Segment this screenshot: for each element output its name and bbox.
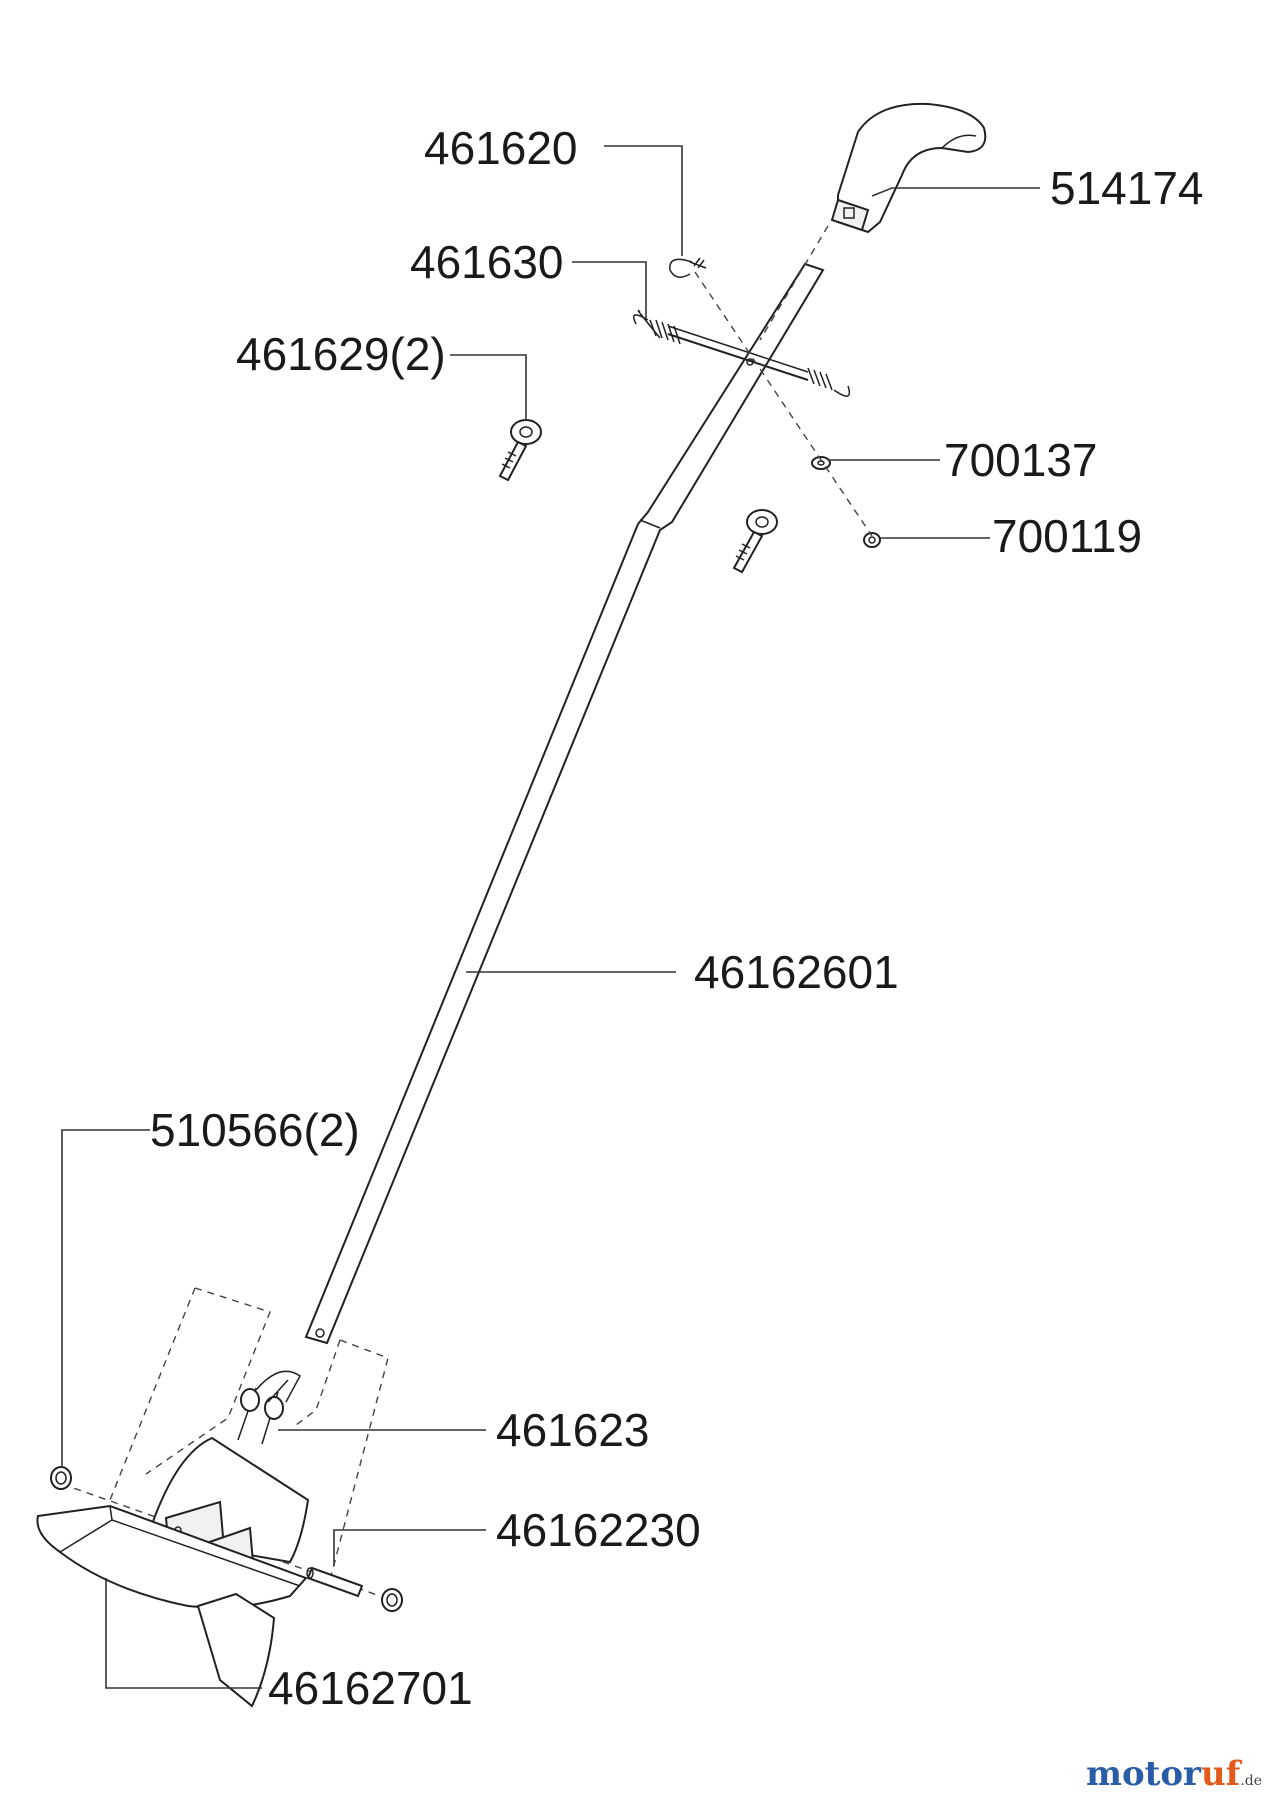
pin-part xyxy=(306,1566,364,1598)
foot-plate-part xyxy=(36,1436,310,1708)
leader-lines xyxy=(61,145,1040,1689)
watermark-logo: motoruf.de xyxy=(1086,1754,1262,1794)
hook-part xyxy=(669,257,707,278)
label-461623: 461623 xyxy=(496,1404,650,1456)
label-461629: 461629(2) xyxy=(236,328,446,380)
washer-part xyxy=(811,456,831,470)
label-700119: 700119 xyxy=(992,510,1142,562)
torsion-spring-part xyxy=(237,1370,301,1445)
label-461620: 461620 xyxy=(424,122,578,174)
eye-bolt-left xyxy=(498,419,542,482)
label-700137: 700137 xyxy=(944,434,1098,486)
part-labels: 461620 514174 461630 461629(2) 700137 70… xyxy=(150,122,1204,1714)
assembly-lines-top xyxy=(694,225,873,537)
grip-part xyxy=(830,102,987,234)
retaining-washer-left xyxy=(50,1466,72,1490)
label-46162601: 46162601 xyxy=(694,946,899,998)
label-514174: 514174 xyxy=(1050,162,1204,214)
label-46162701: 46162701 xyxy=(268,1662,473,1714)
watermark-main: motor xyxy=(1085,1754,1201,1794)
assembly-lines-bottom xyxy=(61,1287,389,1597)
nut-part xyxy=(863,532,881,548)
watermark-accent: uf xyxy=(1200,1754,1241,1794)
label-46162230: 46162230 xyxy=(496,1504,701,1556)
tube-part xyxy=(304,262,825,1345)
label-461630: 461630 xyxy=(410,236,564,288)
eye-bolt-right xyxy=(732,509,778,574)
label-510566: 510566(2) xyxy=(150,1104,360,1156)
watermark-tld: .de xyxy=(1240,1773,1262,1789)
spring-part xyxy=(633,309,851,397)
retaining-washer-right xyxy=(381,1588,403,1612)
